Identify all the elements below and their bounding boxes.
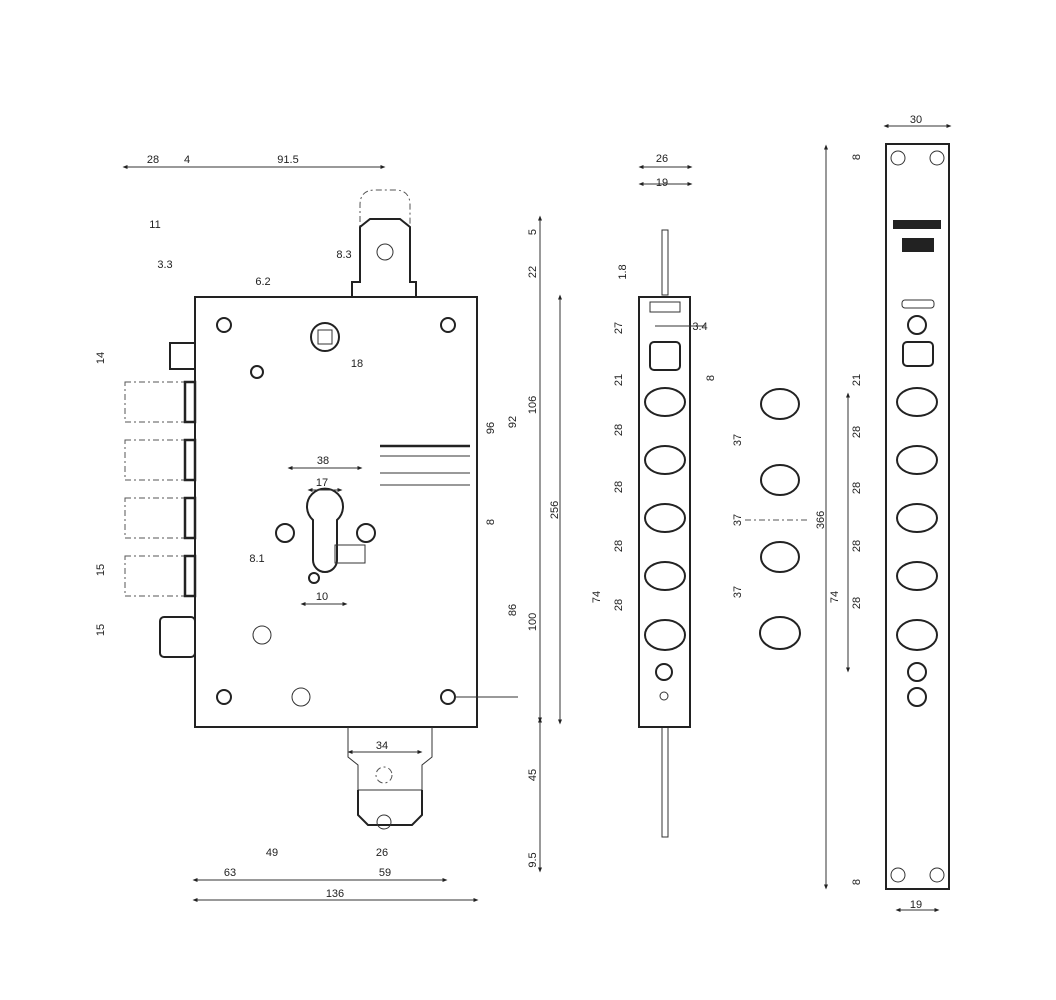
- dim-label: 26: [376, 847, 388, 859]
- dim-label: 59: [379, 867, 391, 879]
- deadlatch: [159, 616, 196, 658]
- dim-label: 30: [910, 114, 922, 126]
- dim-label: 8: [485, 519, 497, 525]
- dim-label: 8.3: [336, 249, 351, 261]
- dim-label: 38: [317, 455, 329, 467]
- dim-label: 74: [829, 591, 841, 603]
- dim-label: 28: [851, 426, 863, 438]
- dim-label: 21: [851, 374, 863, 386]
- dim-label: 8: [705, 375, 717, 381]
- bolt-column-labels: 37 37 37 366: [732, 434, 827, 598]
- dim-label: 28: [613, 481, 625, 493]
- cylinder-screw-hole: [275, 523, 295, 543]
- dim-label: 22: [527, 266, 539, 278]
- dim-label: 106: [527, 396, 539, 414]
- hole: [291, 687, 311, 707]
- dim-label: 37: [732, 586, 744, 598]
- dim-label: 3.4: [692, 321, 707, 333]
- dim-label: 26: [656, 153, 668, 165]
- dim-label: 15: [95, 564, 107, 576]
- dim-label: 91.5: [277, 154, 298, 166]
- lock-body: [124, 189, 518, 830]
- faceplate: [883, 124, 952, 912]
- dim-label: 14: [95, 352, 107, 364]
- dim-label: 34: [376, 740, 388, 752]
- dim-label: 17: [316, 477, 328, 489]
- spindle-square: [317, 329, 333, 345]
- dim-label: 11: [149, 219, 160, 231]
- dim-label: 100: [527, 613, 539, 631]
- dim-label: 28: [613, 424, 625, 436]
- dim-label: 136: [326, 888, 344, 900]
- dim-label: 28: [613, 540, 625, 552]
- cam-block: [334, 544, 366, 564]
- dim-label: 1.8: [617, 264, 629, 279]
- screw: [308, 572, 320, 584]
- dim-label: 37: [732, 514, 744, 526]
- side-strip-labels: 26 19 1.8 27 3.4 21 28 28 28 28 74 8: [591, 153, 717, 611]
- dim-label: 10: [316, 591, 328, 603]
- dim-label: 5: [527, 229, 539, 235]
- dim-label: 45: [527, 769, 539, 781]
- lock-case: [194, 296, 478, 728]
- dim-label: 256: [549, 501, 561, 519]
- screw: [250, 365, 264, 379]
- dim-label: 19: [910, 899, 922, 911]
- latch-hole: [376, 243, 394, 261]
- side-strip: [638, 165, 705, 838]
- hole: [252, 625, 272, 645]
- spindle-hub: [310, 322, 340, 352]
- dim-label: 27: [613, 322, 625, 334]
- dim-label: 86: [507, 604, 519, 616]
- dim-label: 21: [613, 374, 625, 386]
- lock-dimension-lines: [122, 165, 562, 902]
- dim-label: 28: [613, 599, 625, 611]
- screw-hole: [216, 317, 232, 333]
- faceplate-labels: 30 8 21 28 28 28 28 74 8 19: [829, 114, 922, 911]
- dim-label: 49: [266, 847, 278, 859]
- top-latch-tab: [351, 218, 417, 297]
- dim-label: 28: [851, 540, 863, 552]
- dim-label: 28: [147, 154, 159, 166]
- bolt-column: [745, 144, 850, 890]
- dim-label: 9.5: [527, 852, 539, 867]
- screw-hole: [440, 689, 456, 705]
- dim-label: 19: [656, 177, 668, 189]
- dim-label: 28: [851, 597, 863, 609]
- dim-label: 92: [507, 416, 519, 428]
- dim-label: 366: [815, 511, 827, 529]
- dim-label: 28: [851, 482, 863, 494]
- screw-hole: [216, 689, 232, 705]
- lock-dimension-labels: 28 4 91.5 11 3.3 6.2 14 15 15 8.3 18 38 …: [95, 154, 561, 900]
- dim-label: 8: [851, 879, 863, 885]
- dim-label: 8.1: [249, 553, 264, 565]
- dim-label: 3.3: [157, 259, 172, 271]
- cylinder-profile-cutout: [306, 487, 344, 573]
- dim-label: 74: [591, 591, 603, 603]
- dim-label: 15: [95, 624, 107, 636]
- dim-label: 96: [485, 422, 497, 434]
- dim-label: 37: [732, 434, 744, 446]
- dim-label: 63: [224, 867, 236, 879]
- latch-tab-dashed: [359, 189, 411, 250]
- dim-label: 4: [184, 154, 190, 166]
- dim-label: 8: [851, 154, 863, 160]
- screw-hole: [440, 317, 456, 333]
- dim-label: 6.2: [255, 276, 270, 288]
- dim-label: 18: [351, 358, 363, 370]
- cylinder-screw-hole: [356, 523, 376, 543]
